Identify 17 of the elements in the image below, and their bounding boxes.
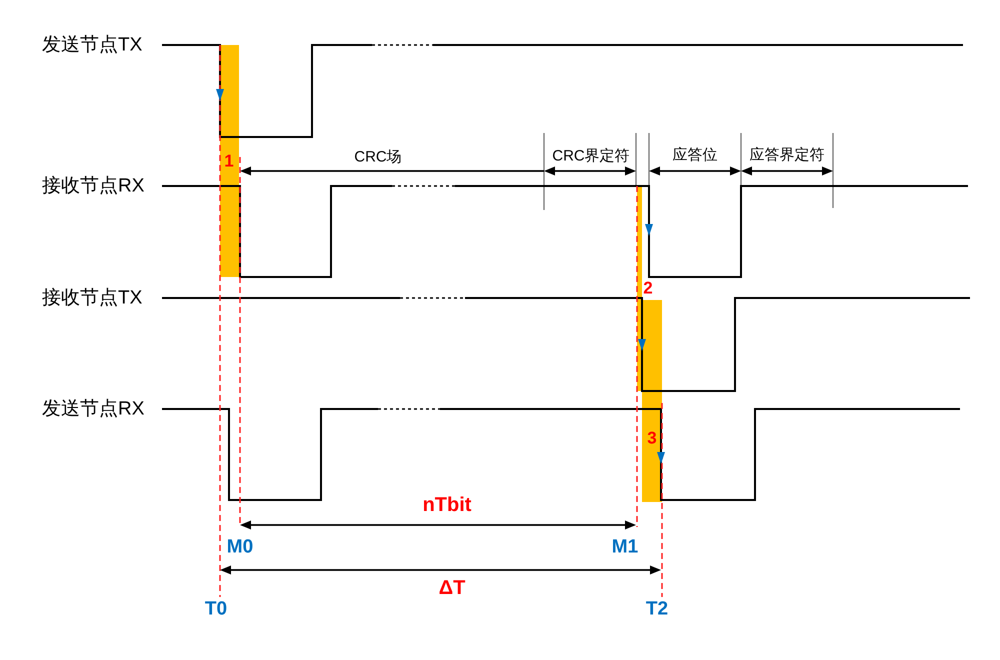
segment-label: CRC场 — [354, 150, 402, 164]
segment-label: 应答界定符 — [750, 148, 824, 162]
step-number: 3 — [647, 430, 657, 446]
time-marker-label: T0 — [204, 600, 228, 618]
segment-label: CRC界定符 — [552, 148, 630, 164]
time-marker-label: T2 — [646, 600, 668, 618]
signal-label: 发送节点RX — [42, 400, 144, 418]
signal-label: 接收节点TX — [42, 288, 142, 308]
interval-label: nTbit — [422, 495, 472, 515]
segment-label: 应答位 — [672, 148, 718, 162]
interval-label: ΔT — [438, 578, 466, 598]
signal-label: 接收节点RX — [42, 176, 144, 196]
step-number: 1 — [224, 152, 234, 170]
step-number: 2 — [643, 280, 653, 296]
time-marker-label: M0 — [226, 538, 254, 556]
time-marker-label: M1 — [612, 538, 638, 556]
signal-label: 发送节点TX — [42, 36, 142, 54]
